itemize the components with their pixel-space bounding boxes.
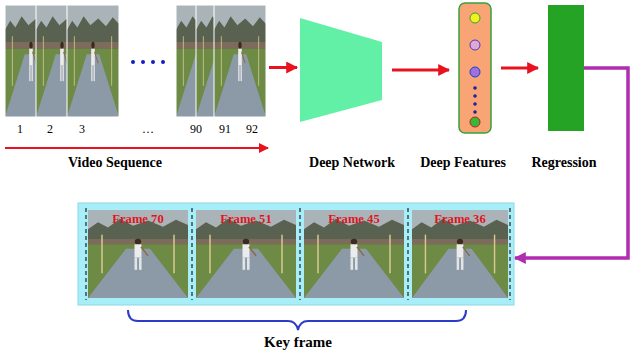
frame-number: 2 [47,122,53,137]
frame-label: Frame 45 [304,212,404,227]
video-sequence: Video Sequence [5,5,266,117]
node-heading: Deep Features [420,155,506,171]
network-trapezoid [300,18,382,122]
timeline-arrow [5,147,268,149]
frame-number: 90 [190,122,202,137]
brace [128,310,466,330]
features-column [459,3,491,133]
flow-arrow [269,66,297,69]
frame-number: 91 [219,122,231,137]
feature-dots [470,13,480,127]
flow-arrow [515,68,628,258]
flow-arrow [501,67,538,70]
video-frames [5,5,266,117]
node-heading: Video Sequence [68,155,162,171]
frame-number: … [142,122,154,137]
frame-label: Frame 36 [412,212,508,227]
regression-bar [548,5,584,131]
frame-number: 3 [79,122,85,137]
node-heading: Regression [531,155,596,171]
key-frame: Frame 36 [412,210,508,298]
key-frame: Frame 45 [304,210,404,298]
key-frame: Frame 51 [196,210,296,298]
node-heading: Key frame [264,334,332,351]
frame-label: Frame 70 [88,212,188,227]
key-frame: Frame 70 [88,210,188,298]
node-heading: Deep Network [309,155,395,171]
deep-network: Deep Network [300,18,382,122]
frame-number: 92 [246,122,258,137]
frame-label: Frame 51 [196,212,296,227]
frame-number: 1 [17,122,23,137]
regression: Regression [548,5,584,131]
frame-separators [86,208,510,300]
key-frame-strip: Key frameFrame 70Frame 51Frame 45Frame 3… [78,203,514,305]
keyframe-photos [88,210,508,298]
keyframe-strip [78,203,514,305]
deep-features: Deep Features [459,3,491,133]
flow-arrow [392,69,449,72]
